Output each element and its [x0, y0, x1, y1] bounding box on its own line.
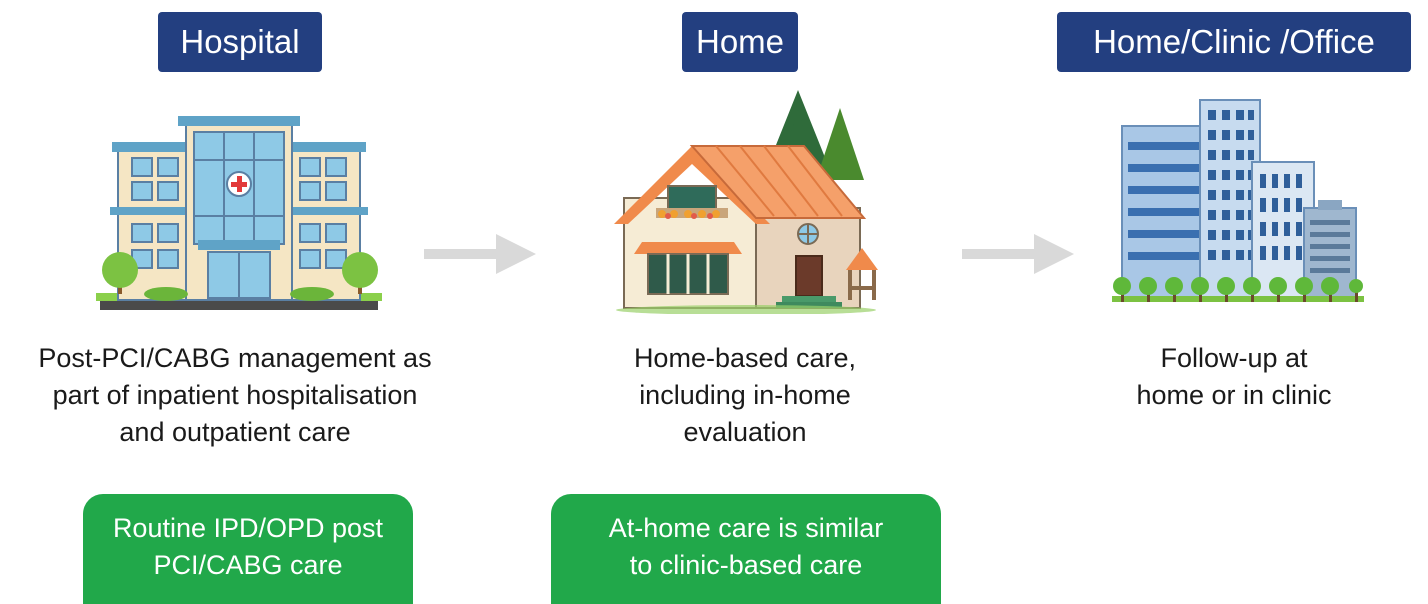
description-line: home or in clinic [1136, 380, 1332, 410]
note-box-home: At-home care is similar to clinic-based … [551, 494, 941, 604]
description-line: Post-PCI/CABG management as [38, 343, 432, 373]
note-line: to clinic-based care [629, 550, 863, 580]
note-line: Routine IPD/OPD post [112, 513, 384, 543]
stage-clinic-office: Home/Clinic /Office [1040, 0, 1428, 604]
description-line: Follow-up at [1160, 343, 1308, 373]
stage-tag-hospital: Hospital [158, 12, 322, 72]
stage-hospital: Hospital [0, 0, 470, 604]
description-line: and outpatient care [119, 417, 351, 447]
house-icon [614, 90, 878, 314]
stage-tag-home: Home [682, 12, 798, 72]
description-line: part of inpatient hospitalisation [52, 380, 418, 410]
office-buildings-icon [1112, 99, 1364, 302]
arrow-right-icon [424, 234, 536, 274]
arrow-right-icon [962, 234, 1074, 274]
hospital-icon [96, 116, 382, 310]
note-box-hospital: Routine IPD/OPD post PCI/CABG care [83, 494, 413, 604]
stage-description: Home-based care, including in-home evalu… [540, 340, 950, 451]
stage-home: Home [540, 0, 950, 604]
stage-tag-clinic-office: Home/Clinic /Office [1057, 12, 1411, 72]
description-line: including in-home [639, 380, 851, 410]
stage-description: Follow-up at home or in clinic [1040, 340, 1428, 414]
note-line: PCI/CABG care [153, 550, 343, 580]
description-line: Home-based care, [633, 343, 857, 373]
description-line: evaluation [683, 417, 807, 447]
note-line: At-home care is similar [608, 513, 884, 543]
stage-description: Post-PCI/CABG management as part of inpa… [0, 340, 470, 451]
